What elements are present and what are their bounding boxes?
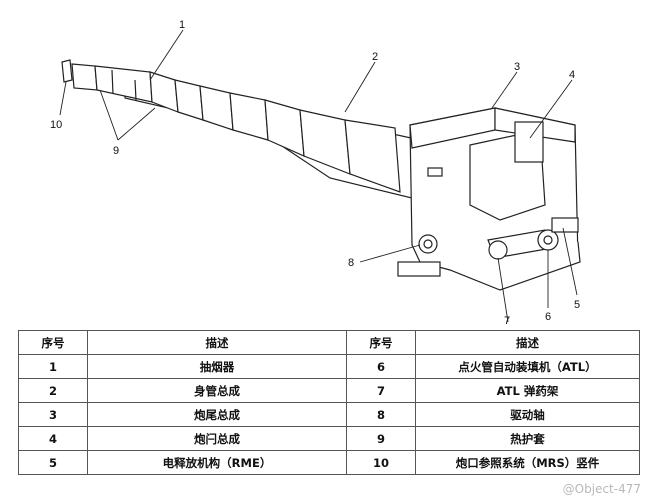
- table-cell: 9: [346, 426, 416, 451]
- table-cell: 4: [18, 426, 88, 451]
- gun-barrel: [61, 59, 421, 201]
- parts-table: 序号 描述 序号 描述 1 抽烟器 6 点火管自动装填机（ATL） 2 身管总成…: [18, 330, 640, 475]
- table-cell: 6: [346, 354, 416, 379]
- header-description-2: 描述: [415, 330, 640, 355]
- callout-10: 10: [50, 119, 62, 131]
- header-number: 序号: [18, 330, 88, 355]
- table-cell: 8: [346, 402, 416, 427]
- table-cell: 炮尾总成: [87, 402, 347, 427]
- callout-4: 4: [569, 69, 575, 81]
- callout-1: 1: [179, 19, 185, 31]
- header-number-2: 序号: [346, 330, 416, 355]
- callout-3: 3: [514, 61, 520, 73]
- table-cell: 驱动轴: [415, 402, 640, 427]
- table-cell: 炮口参照系统（MRS）竖件: [415, 450, 640, 475]
- table-cell: 电释放机构（RME）: [87, 450, 347, 475]
- table-cell: 热护套: [415, 426, 640, 451]
- callout-5: 5: [574, 299, 580, 311]
- watermark: @Object-477: [562, 482, 641, 496]
- table-row: 4 炮闩总成 9 热护套: [18, 426, 640, 451]
- table-cell: 身管总成: [87, 378, 347, 403]
- table-row: 3 炮尾总成 8 驱动轴: [18, 402, 640, 427]
- table-row: 2 身管总成 7 ATL 弹药架: [18, 378, 640, 403]
- table-cell: 炮闩总成: [87, 426, 347, 451]
- callout-numbers: 1 2 3 4 5 6 7 8 9 10: [50, 19, 580, 325]
- table-cell: 7: [346, 378, 416, 403]
- breech-housing: [397, 107, 581, 291]
- callout-8: 8: [348, 257, 354, 269]
- table-row: 1 抽烟器 6 点火管自动装填机（ATL）: [18, 354, 640, 379]
- table-cell: 抽烟器: [87, 354, 347, 379]
- table-cell: 1: [18, 354, 88, 379]
- leader-lines: [59, 29, 578, 323]
- table-cell: ATL 弹药架: [415, 378, 640, 403]
- gun-assembly-diagram: 1 2 3 4 5 6 7 8 9 10: [50, 19, 581, 325]
- table-header-row: 序号 描述 序号 描述: [18, 330, 640, 355]
- callout-7: 7: [504, 315, 510, 325]
- callout-6: 6: [545, 311, 551, 323]
- header-description: 描述: [87, 330, 347, 355]
- callout-2: 2: [372, 51, 378, 63]
- table-cell: 点火管自动装填机（ATL）: [415, 354, 640, 379]
- table-cell: 2: [18, 378, 88, 403]
- callout-9: 9: [113, 145, 119, 157]
- table-row: 5 电释放机构（RME） 10 炮口参照系统（MRS）竖件: [18, 450, 640, 475]
- table-cell: 5: [18, 450, 88, 475]
- table-cell: 10: [346, 450, 416, 475]
- table-cell: 3: [18, 402, 88, 427]
